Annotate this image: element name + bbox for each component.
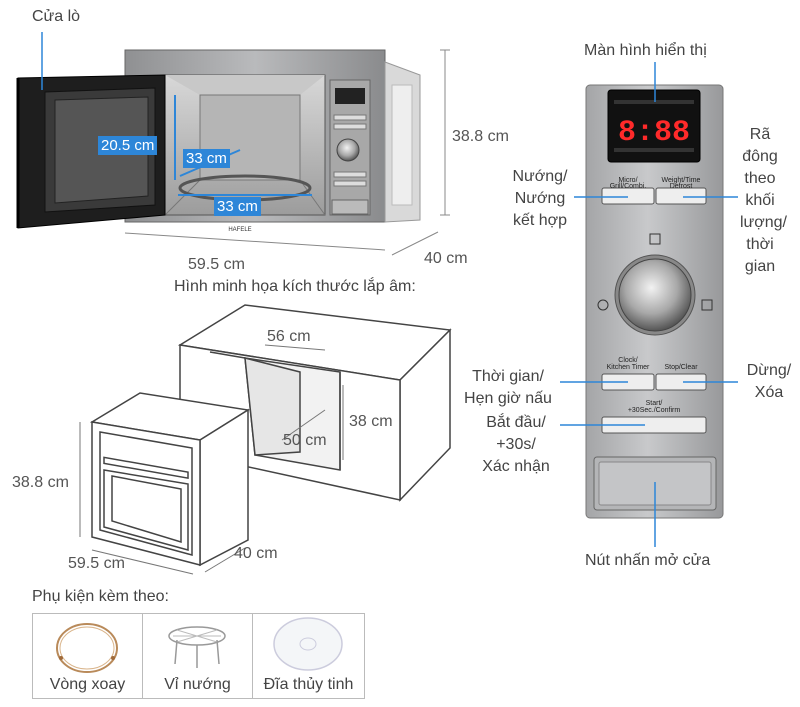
cavity-width-label: 33 cm	[214, 197, 261, 216]
clock-timer-label: Thời gian/ Hẹn giờ nấu	[460, 366, 556, 410]
niche-width-label: 56 cm	[267, 328, 311, 345]
start-confirm-label: Bắt đầu/ +30s/ Xác nhận	[475, 412, 557, 478]
btn-weight-text-2: Defrost	[670, 183, 693, 190]
accessories-title: Phụ kiện kèm theo:	[32, 588, 169, 605]
grill-combi-line-1: Nướng/	[512, 168, 568, 185]
glass-plate-icon	[273, 617, 343, 671]
brand-logo: HAFELE	[228, 227, 251, 233]
start-confirm-line-2: +30s/	[496, 436, 536, 453]
installation-dimension-lines	[79, 344, 344, 575]
stop-clear-label: Dừng/ Xóa	[740, 360, 798, 404]
stop-clear-line-1: Dừng/	[746, 362, 792, 379]
grill-combi-line-3: kết hợp	[512, 212, 568, 229]
accessory-turntable-ring: Vòng xoay	[32, 613, 143, 699]
cavity-depth-label: 33 cm	[183, 149, 230, 168]
oven-depth-label: 40 cm	[424, 250, 468, 267]
installation-drawing	[89, 304, 452, 567]
unit-depth-label: 40 cm	[234, 545, 278, 562]
start-confirm-line-3: Xác nhận	[482, 458, 550, 475]
oven-width-label: 59.5 cm	[188, 256, 245, 273]
btn-start-text-1: Start/	[646, 400, 663, 407]
niche-depth-label: 50 cm	[283, 432, 327, 449]
display-screen-label: Màn hình hiển thị	[584, 42, 707, 59]
defrost-line-2: đông	[742, 148, 778, 165]
start-confirm-line-1: Bắt đầu/	[486, 414, 546, 431]
accessory-label: Vòng xoay	[49, 676, 126, 693]
defrost-line-1: Rã	[749, 126, 771, 143]
oven-cavity-label: Cửa lò	[32, 8, 81, 25]
installation-title: Hình minh họa kích thước lắp âm:	[174, 278, 416, 295]
grill-combi-line-2: Nướng	[514, 190, 566, 207]
oven-dimension-lines	[124, 49, 450, 256]
defrost-line-7: gian	[744, 258, 776, 275]
panel-pointer-lines	[560, 62, 738, 547]
btn-micro-text-2: Grill/Combi.	[610, 183, 647, 190]
oven-height-label: 38.8 cm	[452, 128, 509, 145]
btn-clock-text-1: Clock/	[618, 357, 638, 364]
stop-clear-line-2: Xóa	[754, 384, 784, 401]
btn-weight-text-1: Weight/Time	[662, 177, 701, 184]
turntable-ring-icon	[56, 623, 118, 673]
cavity-height-label: 20.5 cm	[98, 136, 158, 155]
accessory-glass-plate: Đĩa thủy tinh	[252, 613, 365, 699]
unit-width-label: 59.5 cm	[68, 555, 125, 572]
accessory-grill-rack: Vỉ nướng	[142, 613, 253, 699]
door-button-label: Nút nhấn mở cửa	[585, 552, 711, 569]
unit-height-label: 38.8 cm	[12, 474, 69, 491]
oven-photo	[16, 49, 421, 229]
btn-clock-text-2: Kitchen Timer	[607, 364, 650, 371]
btn-start-text-2: +30Sec./Confirm	[628, 407, 680, 414]
grill-combi-label: Nướng/ Nướng kết hợp	[505, 166, 575, 232]
btn-micro-text-1: Micro/	[618, 177, 637, 184]
display-digits: 8:88	[618, 116, 690, 150]
clock-timer-line-2: Hẹn giờ nấu	[464, 390, 552, 407]
defrost-line-5: lượng/	[740, 214, 787, 231]
accessory-label: Đĩa thủy tinh	[263, 676, 354, 693]
btn-stop-text: Stop/Clear	[664, 364, 698, 371]
defrost-line-6: thời	[746, 236, 774, 253]
clock-timer-line-1: Thời gian/	[472, 368, 544, 385]
niche-height-label: 38 cm	[349, 413, 393, 430]
grill-rack-icon	[168, 626, 226, 668]
accessory-label: Vỉ nướng	[164, 676, 231, 693]
defrost-line-4: khối	[745, 192, 775, 209]
defrost-line-3: theo	[744, 170, 776, 187]
defrost-label: Rã đông theo khối lượng/ thời gian	[740, 124, 787, 278]
